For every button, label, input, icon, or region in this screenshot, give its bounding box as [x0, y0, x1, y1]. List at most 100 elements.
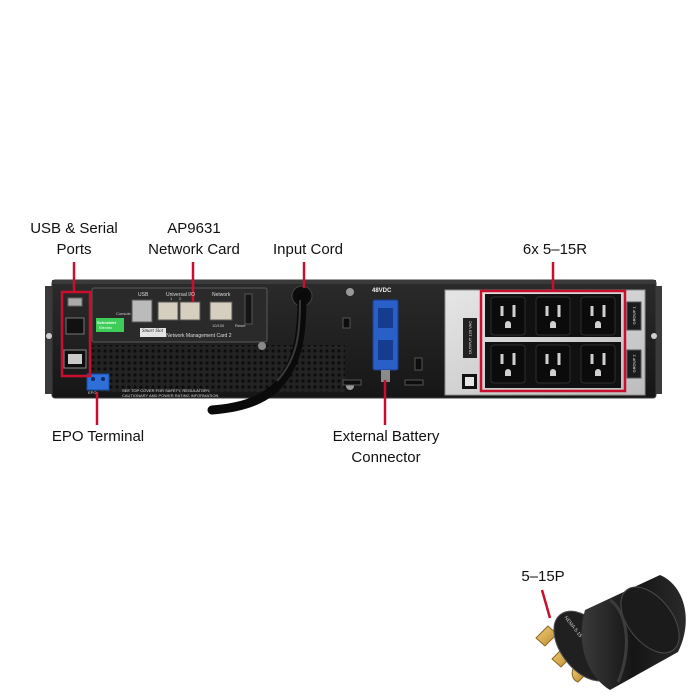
- nmc-console-label: Console: [116, 311, 131, 316]
- nmc-network-port[interactable]: [209, 301, 233, 321]
- callout-plug-line1: 5–15P: [521, 568, 565, 585]
- epo-screw-1: [91, 377, 95, 381]
- nmc-usb-ports[interactable]: [131, 299, 153, 323]
- callout-usb-serial-ports: USB & Serial Ports: [24, 218, 124, 260]
- callout-outlets: 6x 5–15R: [500, 239, 610, 260]
- nmc-usb-label: USB: [138, 292, 149, 298]
- nmc-io-port-2[interactable]: [179, 301, 201, 321]
- nmc-status-label: 10/100: [212, 323, 225, 328]
- epo-panel-label: EPO: [88, 390, 97, 395]
- nmc-brand-plate: [96, 318, 124, 332]
- epo-screw-2: [101, 377, 105, 381]
- callout-usb-serial-line1: USB & Serial: [30, 220, 118, 237]
- receptacle-ground-hole: [505, 369, 511, 376]
- plug-grip-ring: [609, 598, 628, 683]
- serial-port[interactable]: [65, 317, 85, 335]
- chassis-top-edge: [52, 280, 656, 284]
- receptacle-5-15r[interactable]: [580, 296, 616, 336]
- receptacle-5-15r[interactable]: [490, 296, 526, 336]
- receptacle-ground-hole: [595, 369, 601, 376]
- receptacle-5-15r[interactable]: [580, 344, 616, 384]
- callout-outlets-line1: 6x 5–15R: [522, 241, 588, 258]
- vent-mesh-left: [90, 345, 345, 392]
- qr-code-inner: [465, 377, 474, 386]
- receptacle-slot: [557, 305, 561, 317]
- chassis-slot-right: [244, 293, 253, 325]
- receptacle-5-15r[interactable]: [535, 344, 571, 384]
- receptacle-ground-hole: [505, 321, 511, 328]
- nmc-smartslot-badge: [140, 328, 166, 337]
- outlet-group: [490, 296, 616, 384]
- callout-epo-terminal: EPO Terminal: [38, 426, 158, 447]
- battery-connector-clip: [381, 370, 390, 382]
- callout-usb-serial-line2: Ports: [56, 241, 92, 258]
- breaker-group-2-label: GROUP 2: [631, 354, 637, 373]
- ethernet-port-inner: [68, 354, 82, 364]
- receptacle-5-15r[interactable]: [535, 296, 571, 336]
- receptacle-5-15r[interactable]: [490, 344, 526, 384]
- receptacle-slot: [512, 305, 516, 317]
- breaker-group-2[interactable]: [626, 349, 642, 379]
- output-label-text: OUTPUT 120 VAC: [467, 320, 473, 355]
- chassis-screw: [46, 333, 52, 339]
- nmc-network-label: Network: [212, 292, 231, 298]
- callout-battery-line1: External Battery: [332, 428, 440, 445]
- nmc-io-port-1[interactable]: [157, 301, 179, 321]
- chassis-opening: [342, 317, 351, 329]
- receptacle-slot: [512, 353, 516, 365]
- nmc-brand-sub: Electric: [99, 325, 113, 330]
- callout-battery-connector: External Battery Connector: [316, 426, 456, 468]
- callout-graphics: [60, 262, 627, 619]
- callout-input-cord-line1: Input Cord: [272, 241, 344, 258]
- nmc-io-numbers: 1 2: [170, 296, 182, 301]
- chassis-opening: [414, 357, 423, 371]
- receptacle-slot: [545, 354, 549, 364]
- receptacle-slot: [602, 305, 606, 317]
- receptacle-ground-hole: [595, 321, 601, 328]
- input-cord: [207, 291, 307, 415]
- nmc-smartslot-label: Smart Slot: [142, 329, 163, 334]
- receptacle-slot: [500, 354, 504, 364]
- receptacle-ground-hole: [550, 369, 556, 376]
- callout-input-cord: Input Cord: [258, 239, 358, 260]
- callout-network-card-line1: AP9631: [167, 220, 221, 237]
- receptacle-slot: [590, 306, 594, 316]
- callout-plug: 5–15P: [508, 566, 578, 587]
- rack-ear-left: [45, 286, 53, 394]
- output-label-plate: [463, 318, 477, 358]
- receptacle-slot: [545, 306, 549, 316]
- warning-text-line1: SEE TOP COVER FOR SAFETY, REGULATORY,: [122, 388, 211, 393]
- nmc-card-name: AP9631 Network Management Card 2: [147, 333, 232, 339]
- breaker-group-1[interactable]: [626, 301, 642, 331]
- breaker-group-1-label: GROUP 1: [631, 306, 637, 325]
- callout-box-usb-serial: [60, 290, 92, 378]
- nmc-universal-io-label: Universal I/O: [166, 292, 195, 298]
- callout-network-card: AP9631 Network Card: [135, 218, 253, 260]
- battery-connector-slot-top: [378, 308, 393, 328]
- input-cord-highlight: [276, 299, 301, 382]
- receptacle-ground-hole: [550, 321, 556, 328]
- receptacle-slot: [602, 353, 606, 365]
- chassis-screw: [651, 333, 657, 339]
- usb-port[interactable]: [67, 297, 83, 307]
- callout-battery-line2: Connector: [351, 449, 421, 466]
- rack-ear-right: [654, 286, 662, 394]
- receptacle-slot: [557, 353, 561, 365]
- nmc-reset-label: Reset: [235, 323, 246, 328]
- battery-vdc-label: 48VDC: [372, 288, 392, 294]
- chassis-screw: [346, 288, 354, 296]
- nema-5-15p-plug: [535, 575, 686, 690]
- nmc-brand-name: Schneider: [97, 320, 117, 325]
- receptacle-slot: [590, 354, 594, 364]
- warning-text-line2: CAUTIONARY AND POWER RATING INFORMATION: [122, 393, 219, 398]
- battery-connector-slot-bottom: [378, 340, 393, 360]
- chassis-screw: [258, 342, 266, 350]
- chassis-opening: [404, 379, 424, 386]
- chassis-opening: [342, 379, 362, 386]
- leader-plug: [540, 589, 552, 619]
- plug-rear: [620, 586, 680, 654]
- receptacle-slot: [500, 306, 504, 316]
- callout-network-card-line2: Network Card: [148, 241, 240, 258]
